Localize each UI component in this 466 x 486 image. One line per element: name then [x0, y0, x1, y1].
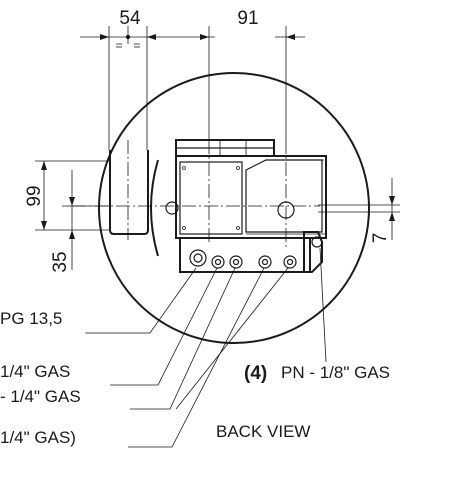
label-gas-1: 1/4" GAS [0, 362, 70, 381]
left-dimensions: 99 35 [24, 160, 110, 273]
label-back-view: BACK VIEW [216, 422, 310, 441]
dim-99: 99 [24, 185, 45, 206]
label-pg: PG 13,5 [0, 309, 62, 328]
main-circle [98, 72, 370, 344]
flange-curve [150, 159, 159, 257]
label-gas-3: 1/4" GAS) [0, 428, 76, 447]
leader-lines [85, 247, 327, 448]
dim-7: 7 [370, 233, 391, 244]
dim-35: 35 [50, 251, 71, 272]
label-pn: PN - 1/8" GAS [281, 363, 390, 382]
dim-91: 91 [237, 8, 258, 29]
right-dimension: 7 [318, 178, 400, 243]
left-element [109, 150, 149, 235]
housing [175, 139, 327, 273]
label-gas-2: - 1/4" GAS [0, 387, 81, 406]
label-pn-number: (4) [244, 363, 267, 384]
dim-54: 54 [119, 8, 141, 29]
